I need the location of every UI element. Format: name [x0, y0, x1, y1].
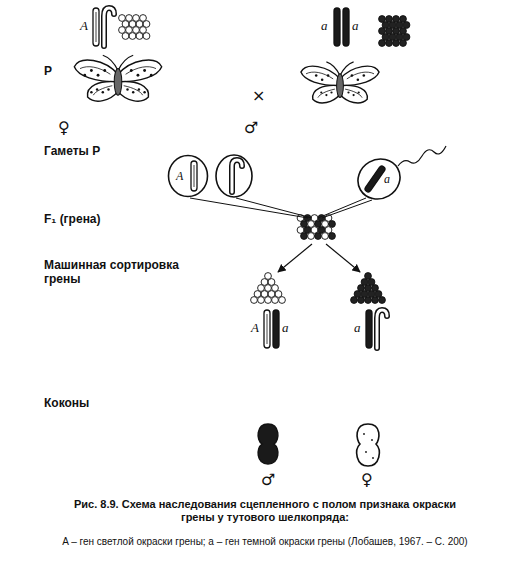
gene-label: a — [352, 18, 364, 34]
gene-label: A — [80, 18, 92, 34]
egg — [308, 233, 315, 240]
gamete-circle — [216, 155, 252, 197]
egg — [329, 233, 336, 240]
chromosome — [191, 161, 197, 191]
chromosome — [343, 8, 349, 46]
moth — [301, 62, 379, 103]
chromosome — [334, 8, 340, 46]
gamete-circle: A — [167, 154, 209, 198]
chromosome — [366, 310, 372, 348]
sort-arrow — [326, 244, 360, 272]
row-label: Коконы — [44, 396, 144, 410]
row-label: Машинная сортировка грены — [44, 258, 204, 287]
chromosome — [364, 165, 386, 193]
gene-label: A — [176, 170, 183, 182]
egg — [393, 40, 400, 47]
egg — [301, 233, 308, 240]
gene-label: A — [251, 320, 263, 336]
symbol-label: ♀ — [58, 118, 78, 137]
sort-arrow — [278, 244, 312, 272]
symbol-label: ♂ — [244, 118, 264, 137]
row-label: F₁ (грена) — [44, 212, 164, 226]
cocoon-female — [357, 424, 380, 466]
egg — [315, 233, 322, 240]
gamete-outline — [356, 158, 402, 200]
gene-label: a — [321, 18, 333, 34]
gene-label: a — [354, 320, 366, 336]
gene-label: a — [282, 320, 294, 336]
cross-line — [236, 198, 312, 218]
gamete-circle: a — [356, 158, 402, 200]
row-label: P — [44, 64, 64, 78]
egg — [129, 33, 136, 40]
symbol-label: ♀ — [361, 470, 381, 489]
egg — [400, 40, 407, 47]
gamete-outline — [167, 154, 209, 198]
egg — [122, 33, 129, 40]
egg — [143, 33, 150, 40]
egg — [386, 40, 393, 47]
chromosomes — [93, 8, 387, 348]
chromosome — [93, 8, 99, 46]
w-chromosome — [377, 310, 387, 348]
egg — [265, 273, 272, 280]
chromosome — [264, 310, 270, 348]
symbol-label: × — [252, 86, 272, 105]
moths — [74, 55, 379, 103]
figure-caption: Рис. 8.9. Схема наследования сцепленного… — [60, 498, 470, 524]
egg — [136, 33, 143, 40]
cocoon-male — [258, 424, 278, 464]
row-label: Гаметы P — [44, 144, 154, 158]
symbol-label: ♂ — [261, 470, 281, 489]
egg — [365, 273, 372, 280]
note-text: A – ген светлой окраски грены; a – ген т… — [10, 536, 520, 548]
egg — [322, 233, 329, 240]
moth — [74, 55, 161, 101]
w-chromosome — [104, 8, 114, 46]
w-chromosome — [232, 160, 242, 192]
gene-label: a — [384, 173, 390, 185]
cross-line — [318, 198, 366, 218]
chromosome — [273, 310, 279, 348]
sperm-tail — [398, 146, 446, 166]
egg — [379, 40, 386, 47]
cross-line — [322, 200, 372, 218]
